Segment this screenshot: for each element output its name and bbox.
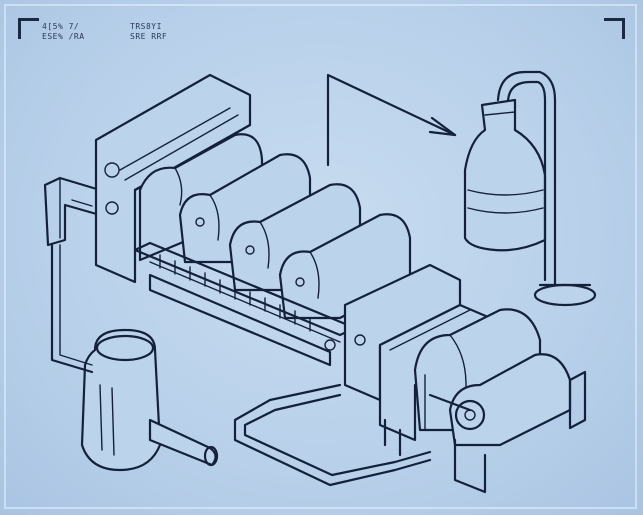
bottle-stand-pipe — [496, 70, 597, 307]
front-roller-small — [448, 353, 587, 447]
bottom-pipe-loop — [233, 383, 432, 487]
power-conduit — [50, 243, 94, 374]
left-wall-bracket — [43, 176, 102, 247]
hud-readout-left-line-2: ESE% /RA — [42, 32, 85, 41]
front-support-legs — [383, 393, 487, 494]
corner-bracket-top-left-icon — [18, 18, 39, 39]
screen-frame — [4, 4, 637, 509]
motor-cylinder — [80, 328, 219, 472]
hud-readout-right-line-1: TRS8YI — [130, 22, 162, 31]
corner-bracket-top-right-icon — [604, 18, 625, 39]
hud-readout-right-line-2: SRE RRF — [130, 32, 168, 41]
reagent-bottle — [463, 98, 547, 252]
transfer-line — [326, 73, 457, 167]
hud-readout-left-line-1: 4[5% 7/ — [42, 22, 80, 31]
